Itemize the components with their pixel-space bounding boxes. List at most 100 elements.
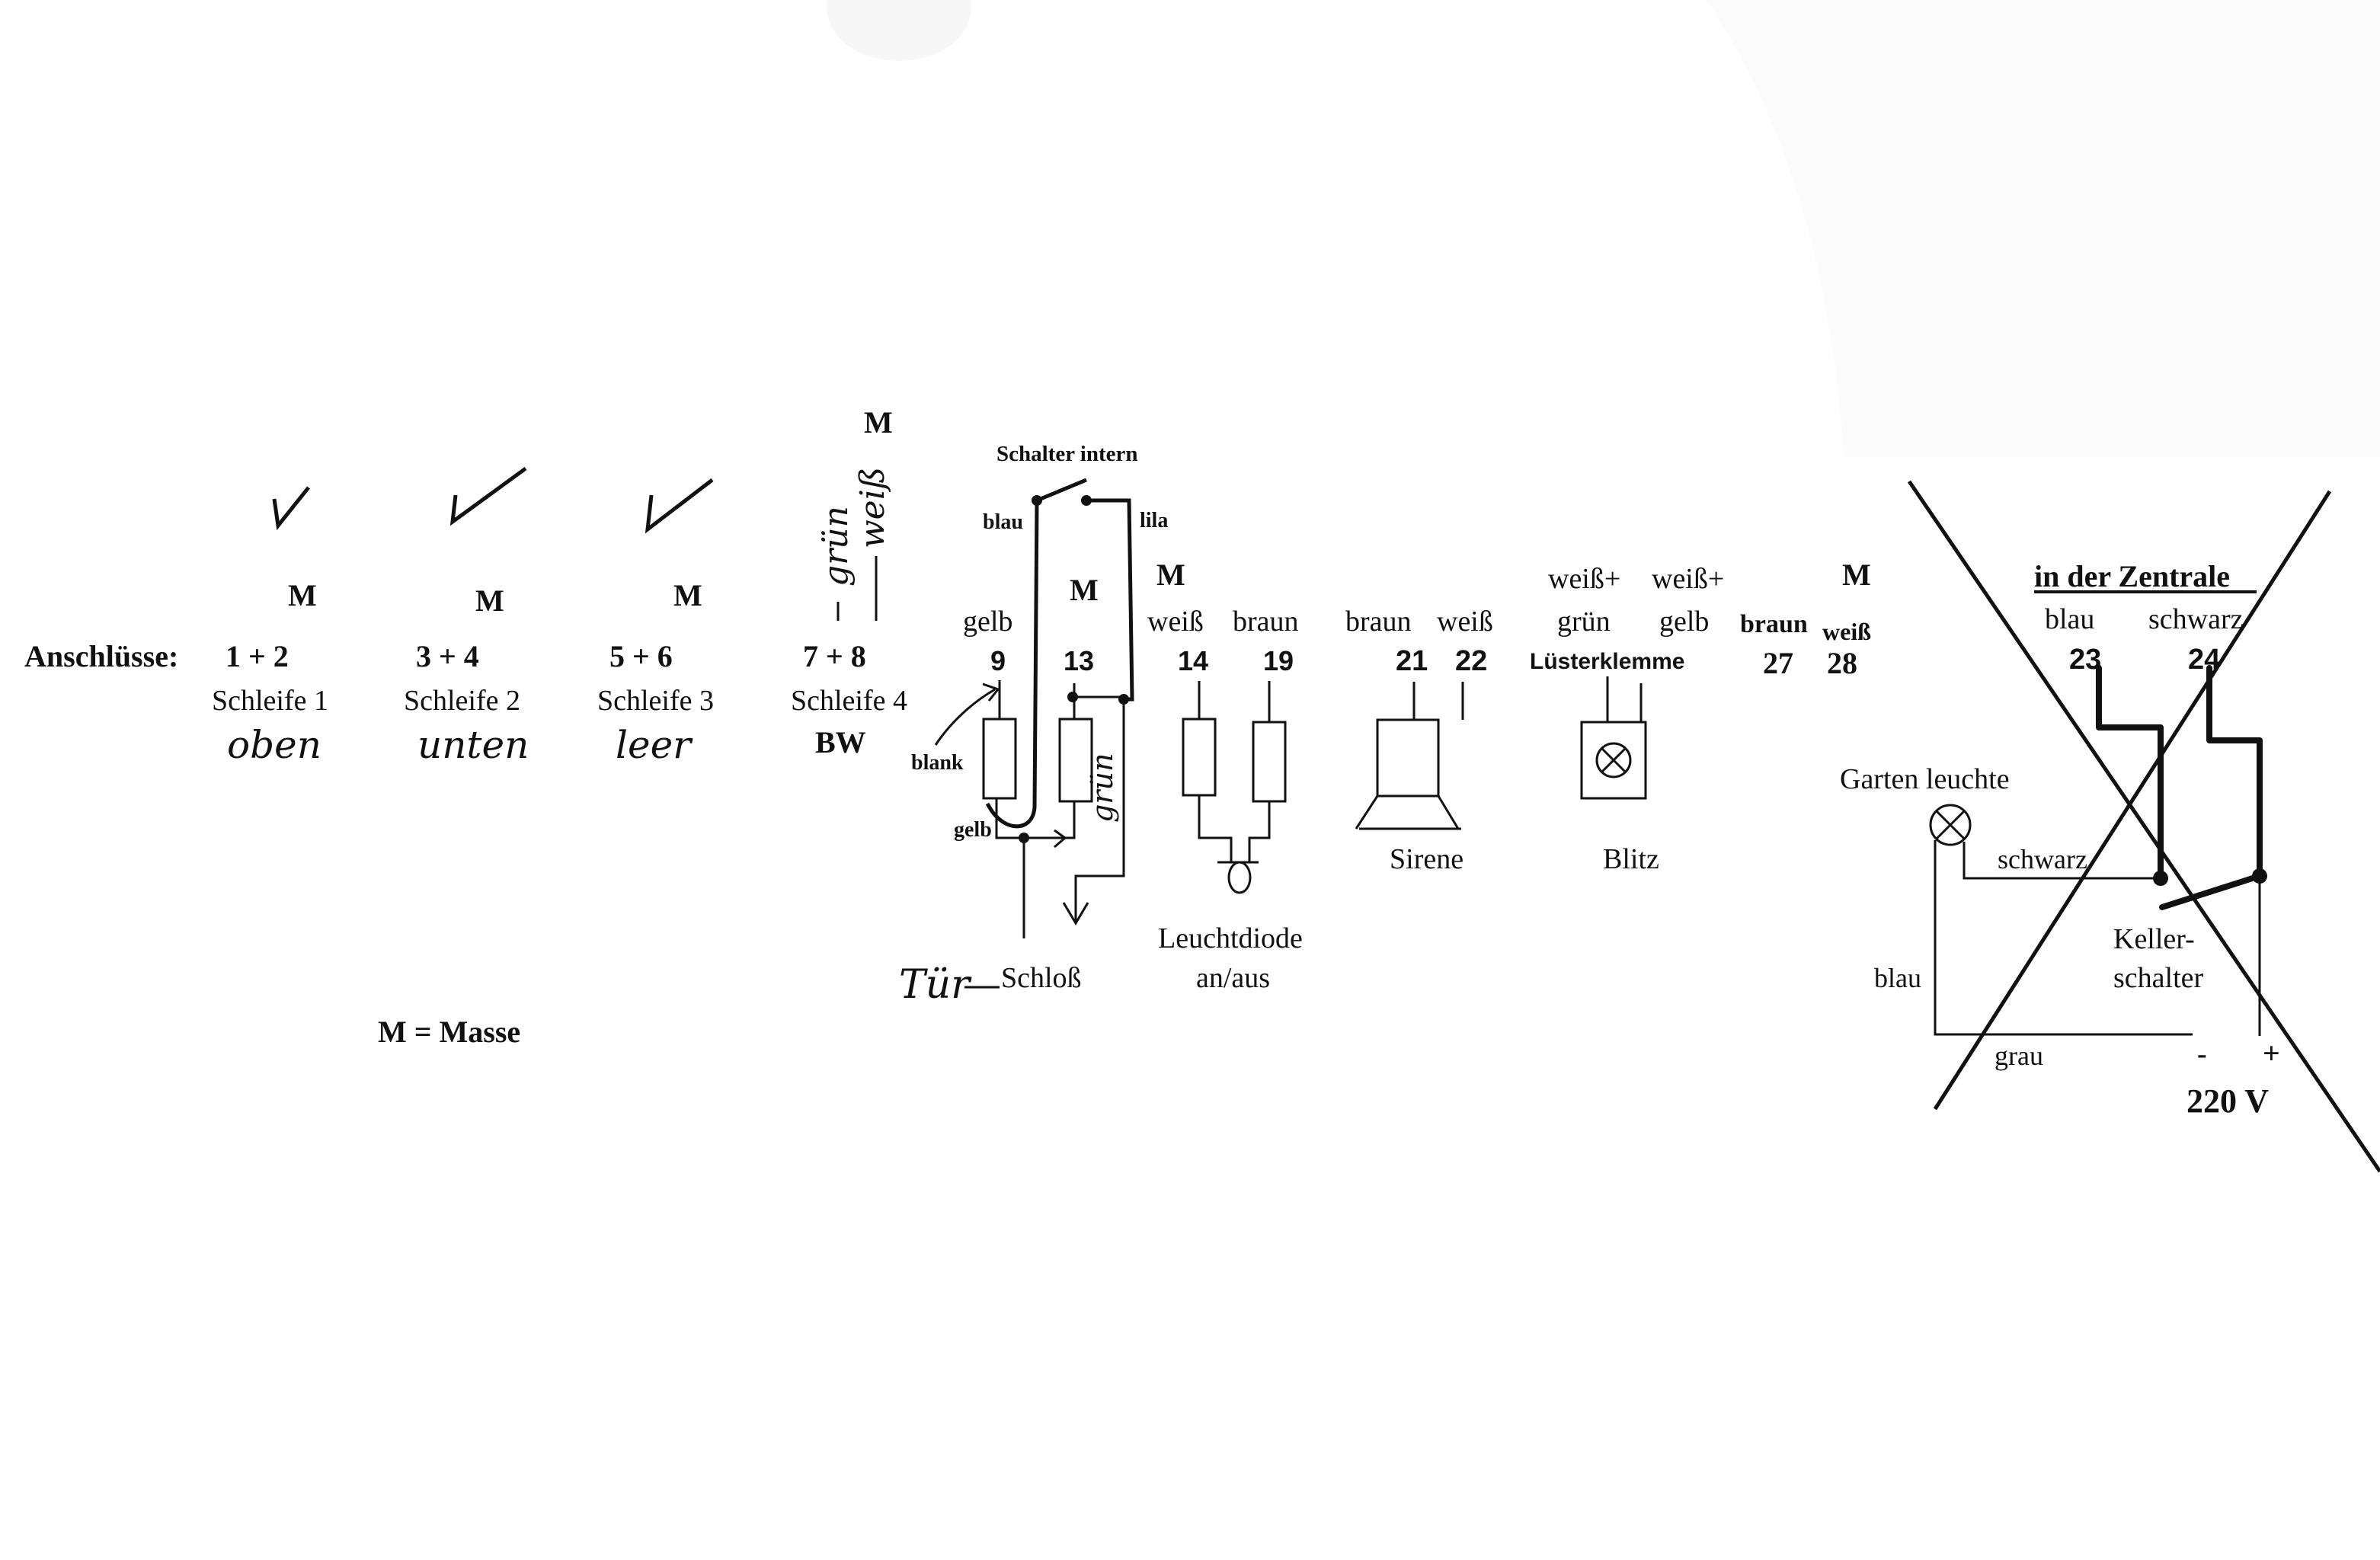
loop-1-name: Schleife 1 [212,685,328,717]
led-section: weiß braun 14 19 Leuchtdiode an/aus [1147,606,1303,994]
lamp-cross [1600,746,1627,774]
pin-14-color: weiß [1147,606,1204,638]
cellar-switch-lever [2159,873,2263,910]
scan-smudge [1707,0,2380,457]
loop-3-note: leer [616,723,693,767]
blank-pointer [934,688,996,746]
connections-label: Anschlüsse: [24,639,178,673]
mass-label: M [1842,558,1871,592]
flash-body [1580,721,1647,800]
siren-body [1376,718,1440,798]
wire-gruen [1074,699,1125,922]
switch-lever [1036,478,1087,503]
wire-label-blau: blau [983,510,1023,534]
siren-horn [1355,795,1379,830]
pin-13: 13 [1064,645,1094,676]
pin-9: 9 [990,645,1006,676]
flash-section: weiß+ grün weiß+ gelb Lüsterklemme Blitz [1530,563,1724,875]
blank-label: blank [911,751,964,775]
flash-wire-a-2: grün [1557,606,1611,638]
pin-28-color: weiß [1822,618,1871,645]
check-icon [449,466,527,526]
resistor-9 [982,718,1017,800]
lock-label: Schloß [1001,962,1082,994]
flash-wire-b-2: gelb [1659,606,1709,638]
loop-4-pins: 7 + 8 [803,639,866,673]
pin-9-color: gelb [963,606,1012,638]
legend-masse: M = Masse [378,1015,520,1049]
led-icon [1227,861,1252,894]
mass-label: M [288,578,317,612]
resistor-19 [1252,721,1287,803]
cellar-switch-label-1: Keller- [2113,923,2195,955]
gelb-label: gelb [954,818,992,842]
check-icon [645,478,714,534]
loops-section: M M M M grün weiß Anschlüsse: 1 + 2 3 + … [24,405,907,1049]
loop-2-pins: 3 + 4 [416,639,479,673]
loop-1-note: oben [227,723,321,767]
wire-label-grau: grau [1995,1041,2043,1071]
wire-label-schwarz: schwarz [1998,844,2087,874]
door-label-hand: Tür [899,962,972,1008]
loop-1-pins: 1 + 2 [226,639,289,673]
wire-blau [985,500,1039,829]
pin-24-color: schwarz [2148,603,2243,635]
siren-section: braun weiß 21 22 Sirene [1345,606,1493,875]
wire-schwarz [1963,842,2154,880]
pin-23-color: blau [2045,603,2094,635]
mass-label: M [673,578,702,612]
wire-blau-grau [1934,840,2193,1036]
mass-label: M [1156,558,1185,592]
loop-2-name: Schleife 2 [404,685,520,717]
pin-21-color: braun [1345,606,1412,638]
minus-terminal: - [2197,1038,2207,1070]
cross-out-line [1933,490,2332,1111]
pin-22-color: weiß [1437,606,1493,638]
wire-label-lila: lila [1140,509,1168,532]
pin-19: 19 [1263,645,1294,676]
cross-out-line [1907,480,2380,1173]
siren-label: Sirene [1390,843,1464,875]
mass-label: M [864,405,893,440]
lamp-icon [1929,804,1972,846]
pin-27-color: braun [1740,610,1808,638]
loop-4-note: BW [815,725,866,759]
zentrale-section: in der Zentrale blau schwarz 23 24 Garte… [1840,480,2380,1173]
flash-wire-a-1: weiß+ [1548,563,1620,595]
wire-note-gruen: grün [817,506,856,587]
pins-27-28: M braun weiß 27 28 [1740,558,1871,680]
loop-2-note: unten [417,723,529,767]
flash-wire-b-1: weiß+ [1652,563,1724,595]
junction-dot [1067,692,1078,702]
pin-19-color: braun [1233,606,1299,638]
gruen-note: grün [1086,753,1119,823]
pin-14: 14 [1178,645,1208,676]
arrow-head-icon [1054,829,1067,849]
pin-22: 22 [1455,645,1487,677]
scan-smudge [827,0,971,61]
mass-label: M [1070,573,1099,607]
switch-title: Schalter intern [996,442,1138,466]
loop-4-name: Schleife 4 [791,685,907,717]
led-label-2: an/aus [1196,962,1270,994]
lamp-cross [1935,810,1966,840]
wire [1248,801,1271,862]
wire [1198,795,1233,862]
loop-3-pins: 5 + 6 [609,639,673,673]
loop-3-name: Schleife 3 [597,685,714,717]
check-icon [272,486,310,531]
siren-horn [1437,795,1460,830]
cellar-switch-label-2: schalter [2113,962,2204,994]
wire-schwarz-thick [2206,665,2263,879]
resistor-14 [1182,718,1217,797]
wire-label-blau: blau [1874,963,1921,993]
voltage-label: 220 V [2186,1082,2269,1120]
pin-28: 28 [1827,646,1857,680]
terminal-label: Lüsterklemme [1530,649,1684,674]
zentrale-title: in der Zentrale [2034,559,2230,593]
switch-contact [2153,871,2168,886]
wire-blau-thick [2096,665,2164,881]
mass-label: M [475,583,504,618]
lamp-label: Garten leuchte [1840,763,2010,795]
